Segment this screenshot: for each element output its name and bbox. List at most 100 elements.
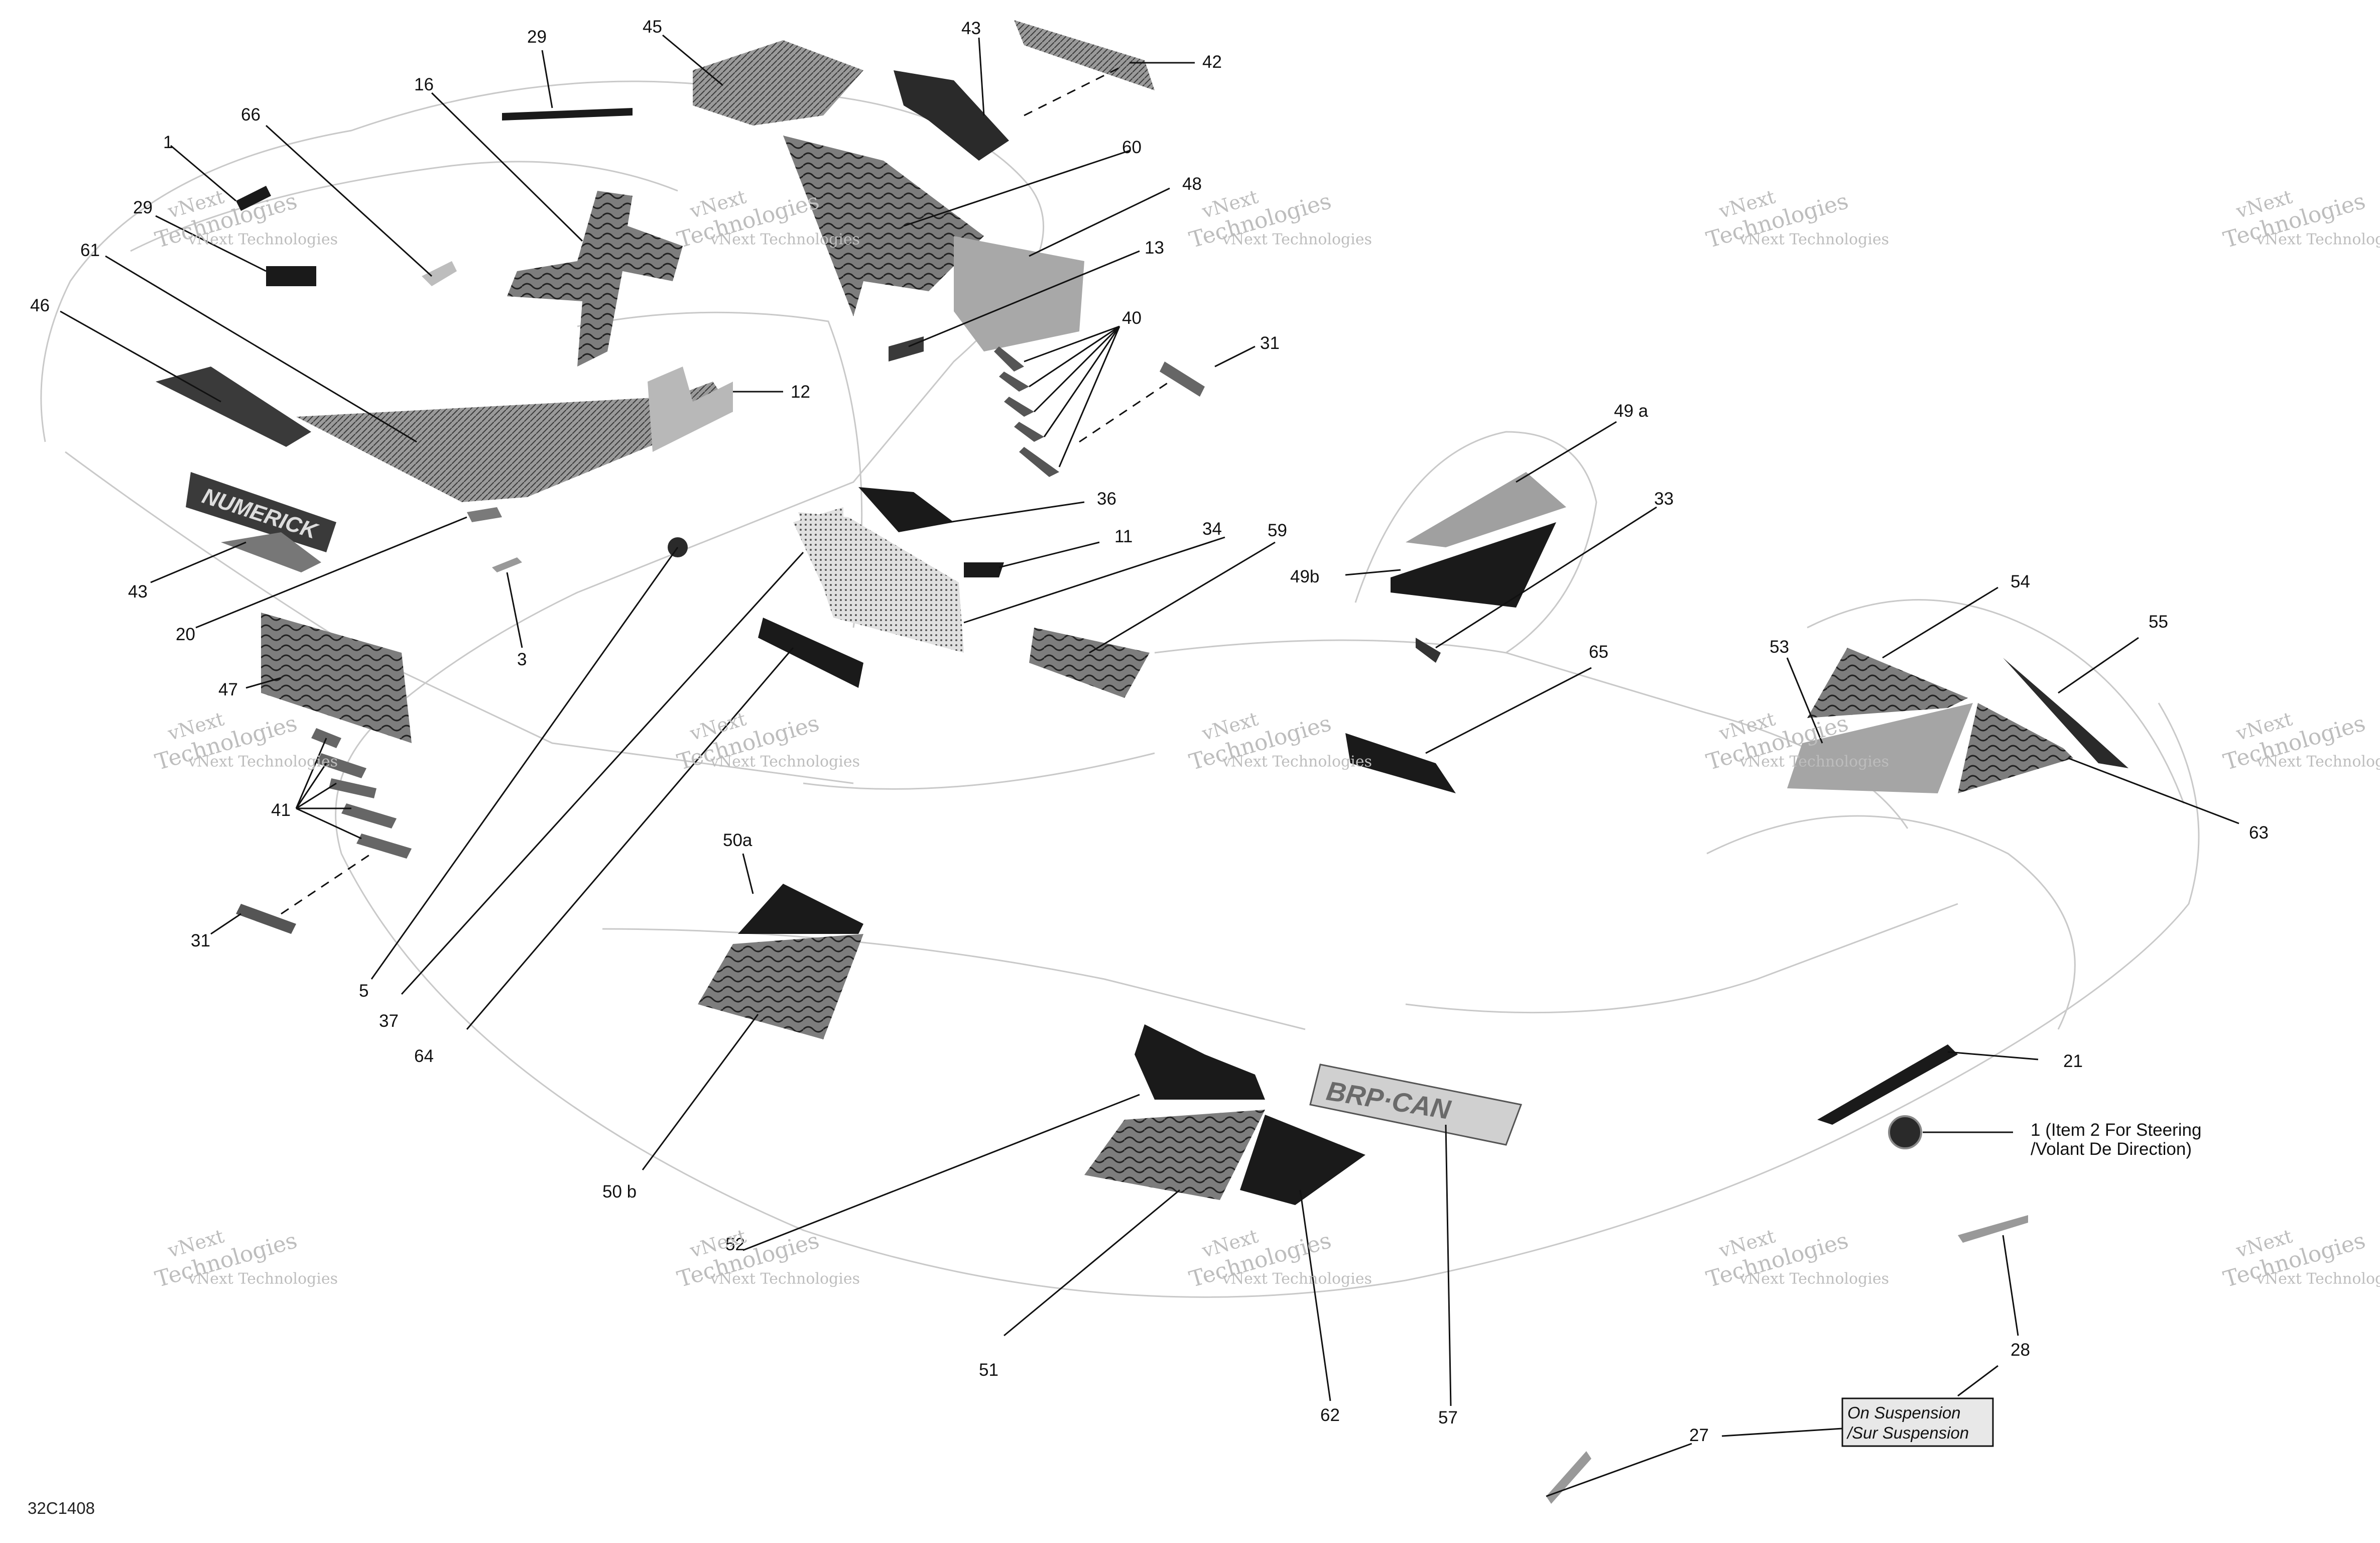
callout-66[interactable]: 66 xyxy=(241,105,261,125)
decal-53[interactable] xyxy=(1787,703,1973,793)
decal-40-a[interactable] xyxy=(994,346,1024,372)
watermark-full: vNext Technologies xyxy=(188,753,338,771)
decal-41-e[interactable] xyxy=(356,834,412,859)
decal-33[interactable] xyxy=(1416,638,1441,663)
decal-63[interactable] xyxy=(1958,703,2073,793)
decal-16-x[interactable] xyxy=(507,191,683,367)
decal-1-steering[interactable] xyxy=(1888,1115,1922,1149)
callout-34[interactable]: 34 xyxy=(1202,519,1222,539)
callout-62[interactable]: 62 xyxy=(1320,1405,1340,1425)
decal-59[interactable] xyxy=(1029,628,1150,698)
decal-31-top[interactable] xyxy=(1160,362,1205,397)
decal-41-b[interactable] xyxy=(316,753,366,778)
decal-66[interactable] xyxy=(422,261,457,286)
callout-42[interactable]: 42 xyxy=(1202,52,1222,72)
decal-50b[interactable] xyxy=(698,934,863,1039)
decal-45[interactable] xyxy=(693,40,863,126)
decal-43-top-emblem[interactable] xyxy=(894,70,1009,161)
decal-61[interactable] xyxy=(296,382,733,502)
decal-54[interactable] xyxy=(1807,648,1968,718)
callout-43a[interactable]: 43 xyxy=(961,19,981,38)
callout-28[interactable]: 28 xyxy=(2011,1340,2030,1360)
watermark: vNext Technologies vNext Technologies xyxy=(2221,1225,2380,1292)
decal-29-side[interactable] xyxy=(266,266,316,286)
callout-3[interactable]: 3 xyxy=(517,650,527,669)
callout-12[interactable]: 12 xyxy=(791,382,810,402)
decal-49b[interactable] xyxy=(1391,522,1556,608)
callout-29b[interactable]: 29 xyxy=(133,198,153,217)
callout-54[interactable]: 54 xyxy=(2011,572,2030,591)
callout-31b[interactable]: 31 xyxy=(191,931,210,951)
decal-55[interactable] xyxy=(2003,658,2128,768)
callout-63[interactable]: 63 xyxy=(2249,823,2269,843)
decal-62[interactable] xyxy=(1240,1115,1365,1205)
decal-21[interactable] xyxy=(1817,1044,1958,1125)
callout-13[interactable]: 13 xyxy=(1145,238,1164,258)
callout-41[interactable]: 41 xyxy=(271,800,291,820)
callout-47[interactable]: 47 xyxy=(218,680,238,699)
decal-12[interactable] xyxy=(648,367,733,452)
decal-64[interactable] xyxy=(758,618,863,688)
callout-20[interactable]: 20 xyxy=(176,625,195,644)
callout-40[interactable]: 40 xyxy=(1122,308,1142,328)
decal-3[interactable] xyxy=(492,557,522,572)
decal-52[interactable] xyxy=(1135,1024,1265,1100)
decal-51[interactable] xyxy=(1084,1110,1265,1200)
decal-11[interactable] xyxy=(964,562,1004,577)
decal-36[interactable] xyxy=(858,487,954,532)
callout-5[interactable]: 5 xyxy=(359,981,368,1001)
decal-28[interactable] xyxy=(1958,1215,2028,1243)
callout-60[interactable]: 60 xyxy=(1122,138,1142,157)
callout-45[interactable]: 45 xyxy=(643,17,662,37)
callout-33[interactable]: 33 xyxy=(1654,489,1674,509)
callout-64[interactable]: 64 xyxy=(414,1046,434,1066)
callout-61[interactable]: 61 xyxy=(80,241,100,260)
callout-55[interactable]: 55 xyxy=(2149,612,2168,632)
decal-40-c[interactable] xyxy=(1004,397,1034,417)
callout-59[interactable]: 59 xyxy=(1268,521,1287,540)
decal-31-side[interactable] xyxy=(236,904,296,934)
decal-48[interactable] xyxy=(954,236,1084,351)
callout-51[interactable]: 51 xyxy=(979,1360,998,1380)
callout-31a[interactable]: 31 xyxy=(1260,333,1280,353)
steering-note-line1: 1 (Item 2 For Steering xyxy=(2031,1120,2201,1140)
callout-48[interactable]: 48 xyxy=(1182,174,1202,194)
decal-37[interactable] xyxy=(793,507,843,587)
callout-49b[interactable]: 49b xyxy=(1290,567,1319,586)
decal-29-top[interactable] xyxy=(502,108,633,121)
callout-57[interactable]: 57 xyxy=(1438,1408,1458,1428)
callout-37[interactable]: 37 xyxy=(379,1011,399,1031)
decal-40-e[interactable] xyxy=(1019,447,1059,477)
decal-47[interactable] xyxy=(261,613,412,743)
callout-1a[interactable]: 1 xyxy=(163,133,173,152)
decal-40-b[interactable] xyxy=(999,372,1029,392)
decal-40-d[interactable] xyxy=(1014,422,1044,442)
callout-46[interactable]: 46 xyxy=(30,296,50,315)
callout-52[interactable]: 52 xyxy=(725,1235,745,1254)
callout-36[interactable]: 36 xyxy=(1097,489,1116,509)
callout-53[interactable]: 53 xyxy=(1770,637,1789,657)
decal-1-top[interactable] xyxy=(236,186,271,211)
decal-42[interactable] xyxy=(1014,20,1155,90)
decal-41-c[interactable] xyxy=(329,778,377,798)
decal-49a[interactable] xyxy=(1406,472,1566,547)
callout-16[interactable]: 16 xyxy=(414,75,434,94)
watermark-full: vNext Technologies xyxy=(1222,1270,1372,1288)
decal-41-d[interactable] xyxy=(341,803,397,828)
callout-65[interactable]: 65 xyxy=(1589,642,1608,662)
callout-43b[interactable]: 43 xyxy=(128,582,148,602)
callout-50a[interactable]: 50a xyxy=(723,830,753,850)
callout-29a[interactable]: 29 xyxy=(527,27,547,47)
decal-60[interactable] xyxy=(783,136,984,316)
decal-50a[interactable] xyxy=(738,884,863,934)
callout-50b[interactable]: 50 b xyxy=(602,1182,637,1202)
decal-20[interactable] xyxy=(467,507,502,522)
callout-49a[interactable]: 49 a xyxy=(1614,401,1649,421)
decal-13[interactable] xyxy=(889,336,924,362)
decal-65[interactable] xyxy=(1345,733,1456,793)
callout-21[interactable]: 21 xyxy=(2063,1051,2083,1071)
callout-27[interactable]: 27 xyxy=(1689,1426,1709,1445)
decal-27[interactable] xyxy=(1546,1451,1591,1504)
decal-57-brand[interactable]: BRP·CAN xyxy=(1309,1063,1523,1146)
callout-11[interactable]: 11 xyxy=(1114,527,1133,546)
